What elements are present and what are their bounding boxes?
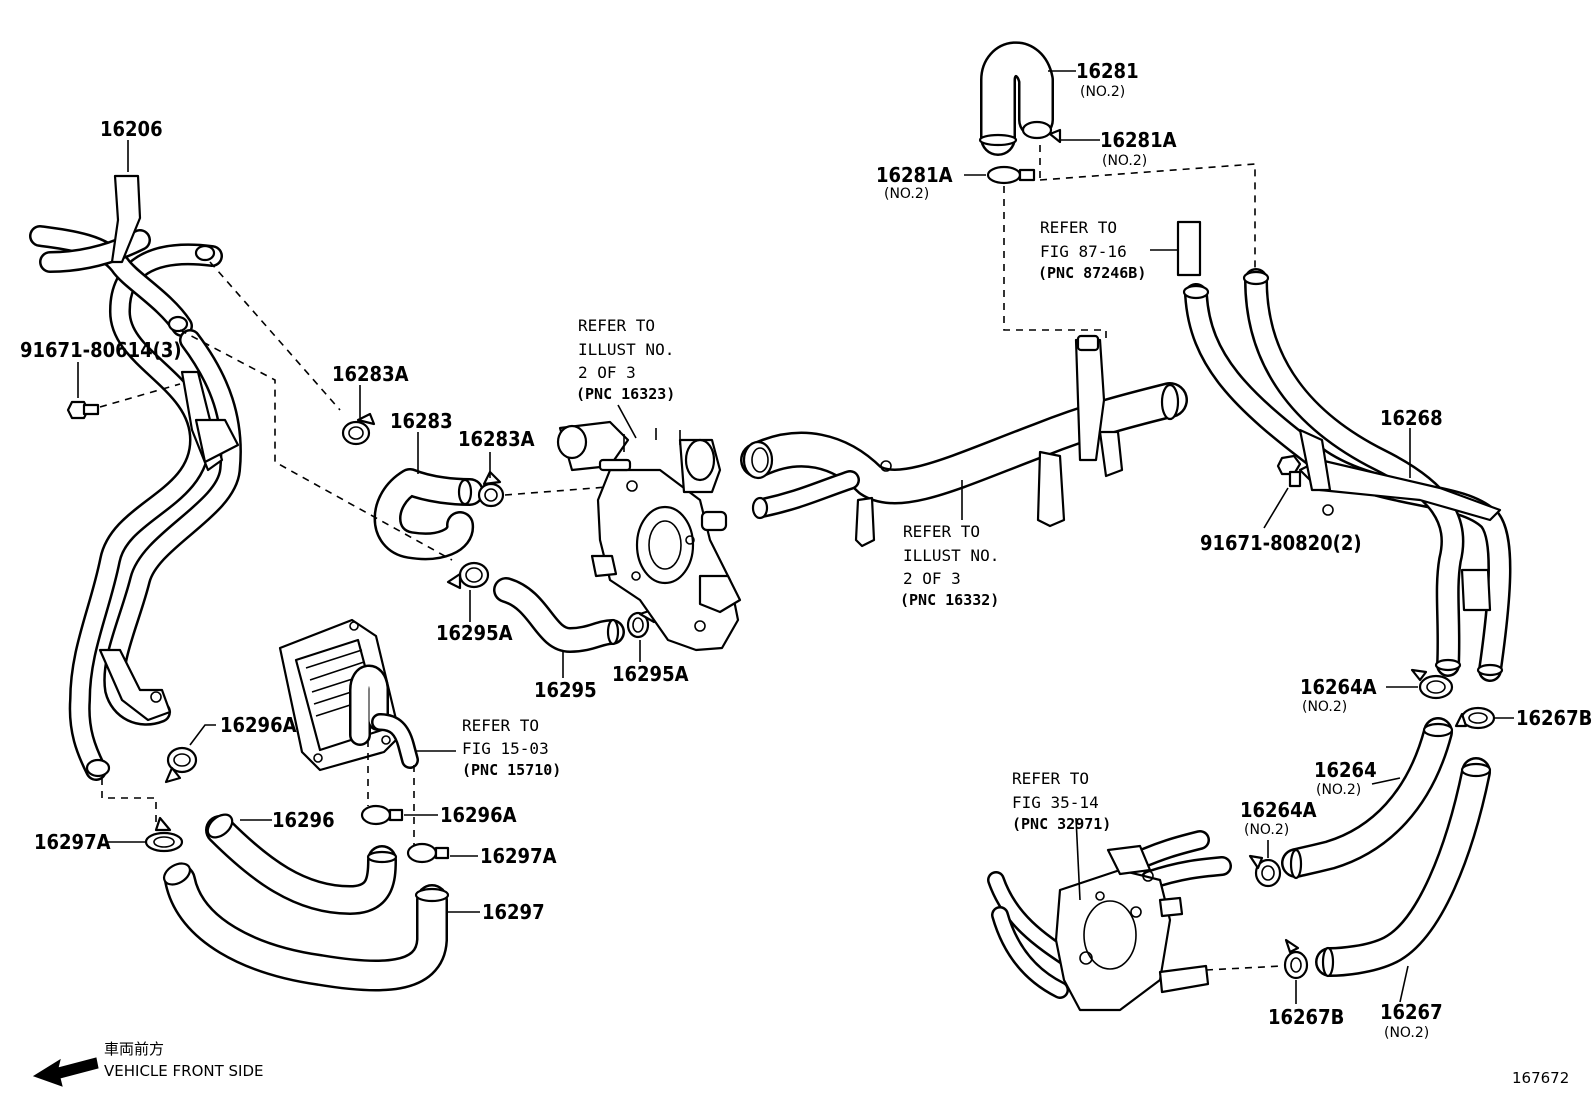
svg-text:(NO.2): (NO.2): [1080, 84, 1125, 100]
hose-16267: [1315, 757, 1492, 978]
label-16295A-2: 16295A: [612, 662, 689, 686]
label-16297A-1: 16297A: [34, 830, 111, 854]
hose-16295: [493, 577, 625, 653]
svg-text:REFER TO: REFER TO: [578, 316, 655, 335]
water-outlet-housing: [556, 420, 742, 652]
clamp-16267B-1: [1454, 706, 1496, 730]
svg-text:REFER TO: REFER TO: [1012, 769, 1089, 788]
bolt-91671-80820: [1276, 454, 1302, 488]
front-label-en: VEHICLE FRONT SIDE: [104, 1062, 264, 1080]
hose-16297: [162, 862, 450, 992]
clamp-16281A-2: [986, 165, 1036, 185]
hose-16281: [978, 41, 1054, 156]
label-16264A-2: 16264A: [1240, 798, 1317, 822]
label-16283A-2: 16283A: [458, 427, 535, 451]
svg-text:FIG 15-03: FIG 15-03: [462, 739, 549, 758]
label-16296: 16296: [272, 808, 335, 832]
svg-text:REFER TO: REFER TO: [903, 522, 980, 541]
ref-16332: REFER TO ILLUST NO. 2 OF 3 (PNC 16332): [900, 522, 999, 609]
label-16297: 16297: [482, 900, 545, 924]
label-16268: 16268: [1380, 406, 1443, 430]
illustration-number: 167672: [1512, 1069, 1569, 1087]
clamp-16283A-2: [477, 470, 505, 508]
vehicle-front-arrow-icon: [32, 1057, 99, 1087]
label-16264: 16264: [1314, 758, 1377, 782]
label-16296A-2: 16296A: [440, 803, 517, 827]
clamp-16267B-2: [1283, 938, 1309, 980]
svg-text:(PNC 87246B): (PNC 87246B): [1038, 264, 1146, 282]
clamp-16297A-1: [144, 816, 184, 853]
svg-text:(NO.2): (NO.2): [884, 186, 929, 202]
svg-text:(NO.2): (NO.2): [1244, 822, 1289, 838]
label-16281: 16281: [1076, 59, 1139, 83]
label-91671-80820: 91671-80820(2): [1200, 531, 1362, 555]
label-16283: 16283: [390, 409, 453, 433]
svg-text:(PNC 15710): (PNC 15710): [462, 761, 561, 779]
clamp-16264A-2: [1248, 854, 1282, 888]
ref-15710: REFER TO FIG 15-03 (PNC 15710): [462, 716, 561, 779]
hose-16264: [1281, 717, 1454, 880]
label-16264A-1: 16264A: [1300, 675, 1377, 699]
clamp-16295A-1: [446, 561, 490, 590]
svg-text:(NO.2): (NO.2): [1102, 153, 1147, 169]
clamp-16295A-2: [626, 608, 656, 639]
svg-text:ILLUST NO.: ILLUST NO.: [903, 546, 999, 565]
ref-16323: REFER TO ILLUST NO. 2 OF 3 (PNC 16323): [576, 316, 675, 403]
svg-text:(NO.2): (NO.2): [1384, 1025, 1429, 1041]
svg-text:(NO.2): (NO.2): [1316, 782, 1361, 798]
label-16296A-1: 16296A: [220, 713, 297, 737]
label-16295A-1: 16295A: [436, 621, 513, 645]
svg-text:ILLUST NO.: ILLUST NO.: [578, 340, 674, 359]
label-16281A-1: 16281A: [1100, 128, 1177, 152]
svg-text:2 OF 3: 2 OF 3: [903, 569, 961, 588]
clamp-16281A-1: [1021, 120, 1062, 144]
svg-text:FIG 35-14: FIG 35-14: [1012, 793, 1099, 812]
label-16295: 16295: [534, 678, 597, 702]
svg-text:(PNC 32971): (PNC 32971): [1012, 815, 1111, 833]
svg-text:(PNC 16323): (PNC 16323): [576, 385, 675, 403]
svg-text:(PNC 16332): (PNC 16332): [900, 591, 999, 609]
clamp-16296A-1: [164, 746, 198, 784]
label-16267: 16267: [1380, 1000, 1443, 1024]
clamp-16296A-2: [360, 804, 404, 826]
label-16206: 16206: [100, 117, 163, 141]
ref-32971: REFER TO FIG 35-14 (PNC 32971): [1012, 769, 1111, 833]
svg-text:(NO.2): (NO.2): [1302, 699, 1347, 715]
svg-text:REFER TO: REFER TO: [462, 716, 539, 735]
label-91671-80614: 91671-80614(3): [20, 338, 182, 362]
clamp-16283A-1: [341, 412, 376, 446]
oil-cooler: [278, 618, 419, 772]
label-16283A-1: 16283A: [332, 362, 409, 386]
svg-text:REFER TO: REFER TO: [1040, 218, 1117, 237]
ref-87246B: REFER TO FIG 87-16 (PNC 87246B): [1038, 218, 1146, 282]
label-16267B-2: 16267B: [1268, 1005, 1344, 1029]
bolt-91671-80614: [66, 400, 100, 420]
pipe-end-87246B: [1176, 220, 1202, 277]
heater-pipe-16206: [29, 174, 242, 781]
hose-16283: [373, 468, 484, 561]
atf-warmer-assembly: [987, 830, 1232, 1012]
front-label-jp: 車両前方: [104, 1040, 164, 1058]
label-16267B-1: 16267B: [1516, 706, 1592, 730]
heater-pipe-16268: [1182, 268, 1512, 682]
svg-text:FIG 87-16: FIG 87-16: [1040, 242, 1127, 261]
label-16297A-2: 16297A: [480, 844, 557, 868]
svg-text:2 OF 3: 2 OF 3: [578, 363, 636, 382]
water-bypass-pipe: [740, 334, 1188, 548]
label-16281A-2: 16281A: [876, 163, 953, 187]
clamp-16264A-1: [1410, 668, 1454, 700]
clamp-16297A-2: [406, 842, 450, 864]
hose-16296: [205, 813, 398, 915]
